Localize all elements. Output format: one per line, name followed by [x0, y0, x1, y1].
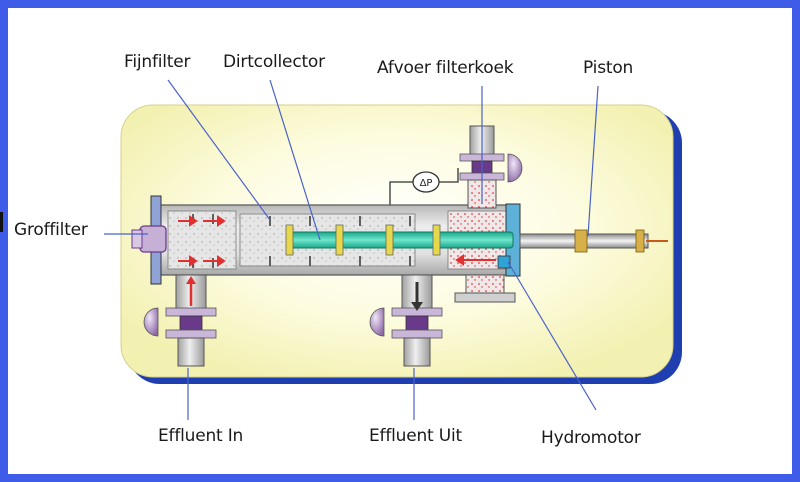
- leader-lines: [104, 79, 599, 420]
- inlet-pipe: [143, 274, 217, 367]
- label-piston: Piston: [583, 58, 634, 78]
- differential-pressure-gauge: [389, 168, 459, 205]
- delta-p-label: ΔP: [420, 178, 433, 189]
- label-hydromotor: Hydromotor: [541, 428, 641, 448]
- leader-hydromotor: [507, 261, 597, 411]
- diagram-canvas: ΔP Fijnfilter Dirtcollector Afvoer filte…: [8, 8, 792, 474]
- groffilter-element: [131, 225, 167, 253]
- label-afvoer-filterkoek: Afvoer filterkoek: [377, 58, 514, 78]
- piston-rod: [519, 229, 668, 253]
- label-effluent-uit: Effluent Uit: [369, 426, 462, 446]
- label-groffilter: Groffilter: [14, 220, 88, 240]
- hydromotor-housing: [454, 255, 516, 303]
- dirtcollector-tube: [285, 224, 514, 256]
- leader-piston: [587, 85, 599, 237]
- outlet-pipe: [369, 274, 443, 367]
- label-dirtcollector: Dirtcollector: [223, 52, 325, 72]
- label-effluent-in: Effluent In: [158, 426, 244, 446]
- leader-dirtcollector: [269, 79, 321, 241]
- frame-edge-marker: [0, 212, 3, 232]
- label-fijnfilter: Fijnfilter: [124, 52, 191, 72]
- filter-schematic: ΔP: [104, 79, 682, 420]
- leader-fijnfilter: [167, 79, 271, 221]
